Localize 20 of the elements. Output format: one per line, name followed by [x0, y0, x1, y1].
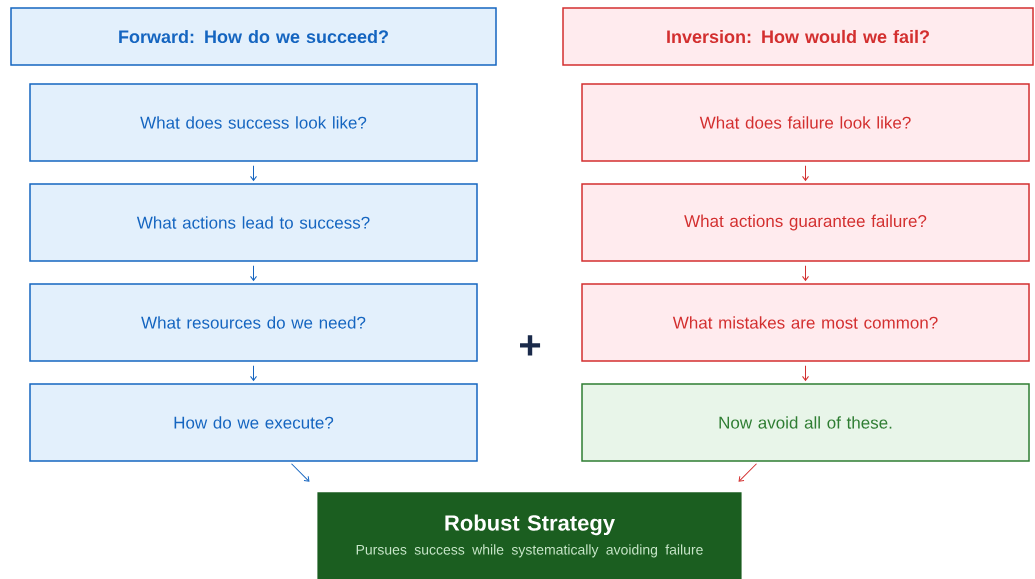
action-box: Now avoid all of these. — [581, 383, 1030, 462]
question-box: How do we execute? — [29, 383, 478, 462]
arrow — [802, 165, 809, 181]
arrow — [250, 265, 257, 281]
arrow — [802, 265, 809, 281]
arrow — [250, 365, 257, 381]
result-box: Robust Strategy Pursues success while systematically avoiding failure — [317, 492, 742, 579]
arrow — [738, 463, 757, 482]
arrow — [250, 165, 257, 181]
question-box: What mistakes are most common? — [581, 283, 1030, 362]
arrow — [291, 463, 310, 482]
question-box: What resources do we need? — [29, 283, 478, 362]
question-box: What does failure look like? — [581, 83, 1030, 162]
arrow — [802, 365, 809, 381]
plus-sign: + — [520, 335, 541, 356]
header-box: Inversion: How would we fail? — [562, 7, 1034, 66]
question-box: What actions guarantee failure? — [581, 183, 1030, 262]
question-box: What does success look like? — [29, 83, 478, 162]
question-box: What actions lead to success? — [29, 183, 478, 262]
header-box: Forward: How do we succeed? — [10, 7, 497, 66]
